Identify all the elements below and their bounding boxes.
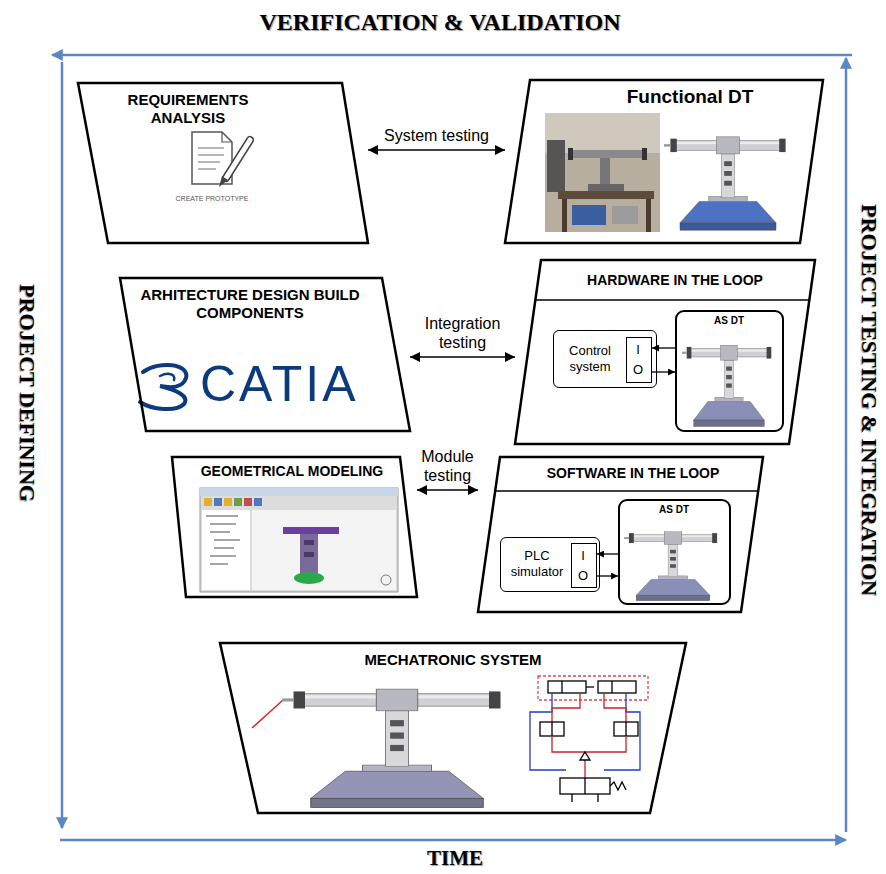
parallelogram-outline <box>120 278 410 431</box>
box-heading: ARHITECTURE DESIGN BUILD COMPONENTS <box>140 286 360 322</box>
controller-box: PLC simulatorIO <box>500 537 600 592</box>
edge-label: Module testing <box>416 447 480 485</box>
stage-box: HARDWARE IN THE LOOPControl systemIOAS D… <box>515 260 815 444</box>
title-divider <box>535 299 809 301</box>
parallelogram-outline <box>172 457 417 597</box>
controller-box: Control systemIO <box>553 330 657 388</box>
pneumatic-schematic <box>530 676 648 802</box>
box-heading: SOFTWARE IN THE LOOP <box>518 465 748 482</box>
title-divider <box>495 490 758 492</box>
stage-box: MECHATRONIC SYSTEM <box>220 643 686 813</box>
axis-label: PROJECT DEFINING <box>14 284 40 502</box>
stage-box: Functional DT <box>505 80 823 243</box>
port-label: I <box>627 342 649 358</box>
parallelogram-outline <box>478 457 763 612</box>
port-label: O <box>572 568 594 584</box>
parallelogram-outline <box>172 457 417 597</box>
box-heading: REQUIREMENTS ANALYSIS <box>113 91 263 127</box>
parallelogram-outline <box>220 643 686 813</box>
stage-box: SOFTWARE IN THE LOOP PLC simulatorIO AS DT <box>478 457 763 612</box>
digital-twin-box: AS DT <box>675 310 784 432</box>
io-box: IO <box>626 337 652 383</box>
actuator-render <box>282 689 501 808</box>
testing-arrow <box>417 489 478 491</box>
axis-arrow <box>52 54 852 57</box>
box-heading: AS DT <box>620 504 728 516</box>
edge-label: Integration testing <box>418 314 508 352</box>
parallelogram-outline <box>478 457 763 612</box>
actuator-render <box>624 532 717 601</box>
box-heading: MECHATRONIC SYSTEM <box>340 651 566 669</box>
axis-arrow <box>845 58 848 832</box>
parallelogram-outline <box>78 83 368 243</box>
box-heading: GEOMETRICAL MODELING <box>182 463 402 480</box>
parallelogram-outline <box>120 278 410 431</box>
signal-arrow <box>652 347 675 348</box>
box-text: Control system <box>558 343 622 374</box>
stage-box: ARHITECTURE DESIGN BUILD COMPONENTS CATIA <box>120 278 410 431</box>
parallelogram-outline <box>505 80 823 243</box>
axis-arrow <box>61 62 64 828</box>
axis-label: PROJECT TESTING & INTEGRATION <box>856 204 882 596</box>
icon-caption: CREATE PROTOTYPE <box>162 195 262 203</box>
laser-line <box>252 700 283 728</box>
cad-screenshot <box>200 488 398 592</box>
lab-photo <box>545 113 660 232</box>
axis-arrow <box>60 839 846 842</box>
catia-logo-mark <box>140 365 186 409</box>
stage-box: REQUIREMENTS ANALYSIS CREATE PROTOTYPE <box>78 83 368 243</box>
parallelogram-outline <box>505 80 823 243</box>
parallelogram-outline <box>78 83 368 243</box>
stage-box: GEOMETRICAL MODELING <box>172 457 417 597</box>
io-box: IO <box>571 543 597 588</box>
box-text: PLC simulator <box>505 548 569 579</box>
signal-arrow <box>652 371 675 372</box>
signal-arrow <box>597 553 618 554</box>
actuator-render <box>664 137 786 230</box>
testing-arrow <box>410 356 515 358</box>
edge-label: System testing <box>367 126 507 145</box>
box-heading: HARDWARE IN THE LOOP <box>555 272 795 289</box>
software-logo: CATIA <box>200 354 400 414</box>
digital-twin-box: AS DT <box>618 499 731 605</box>
actuator-render <box>682 345 771 426</box>
box-heading: AS DT <box>677 315 781 327</box>
testing-arrow <box>368 149 505 151</box>
document-icon <box>192 132 250 187</box>
port-label: I <box>572 548 594 564</box>
parallelogram-outline <box>220 643 686 813</box>
signal-arrow <box>597 575 618 576</box>
port-label: O <box>627 362 649 378</box>
axis-label: TIME <box>427 846 483 871</box>
parallelogram-outline <box>515 260 815 444</box>
axis-label: VERIFICATION & VALIDATION <box>260 9 621 36</box>
box-heading: Functional DT <box>560 86 820 109</box>
parallelogram-outline <box>515 260 815 444</box>
